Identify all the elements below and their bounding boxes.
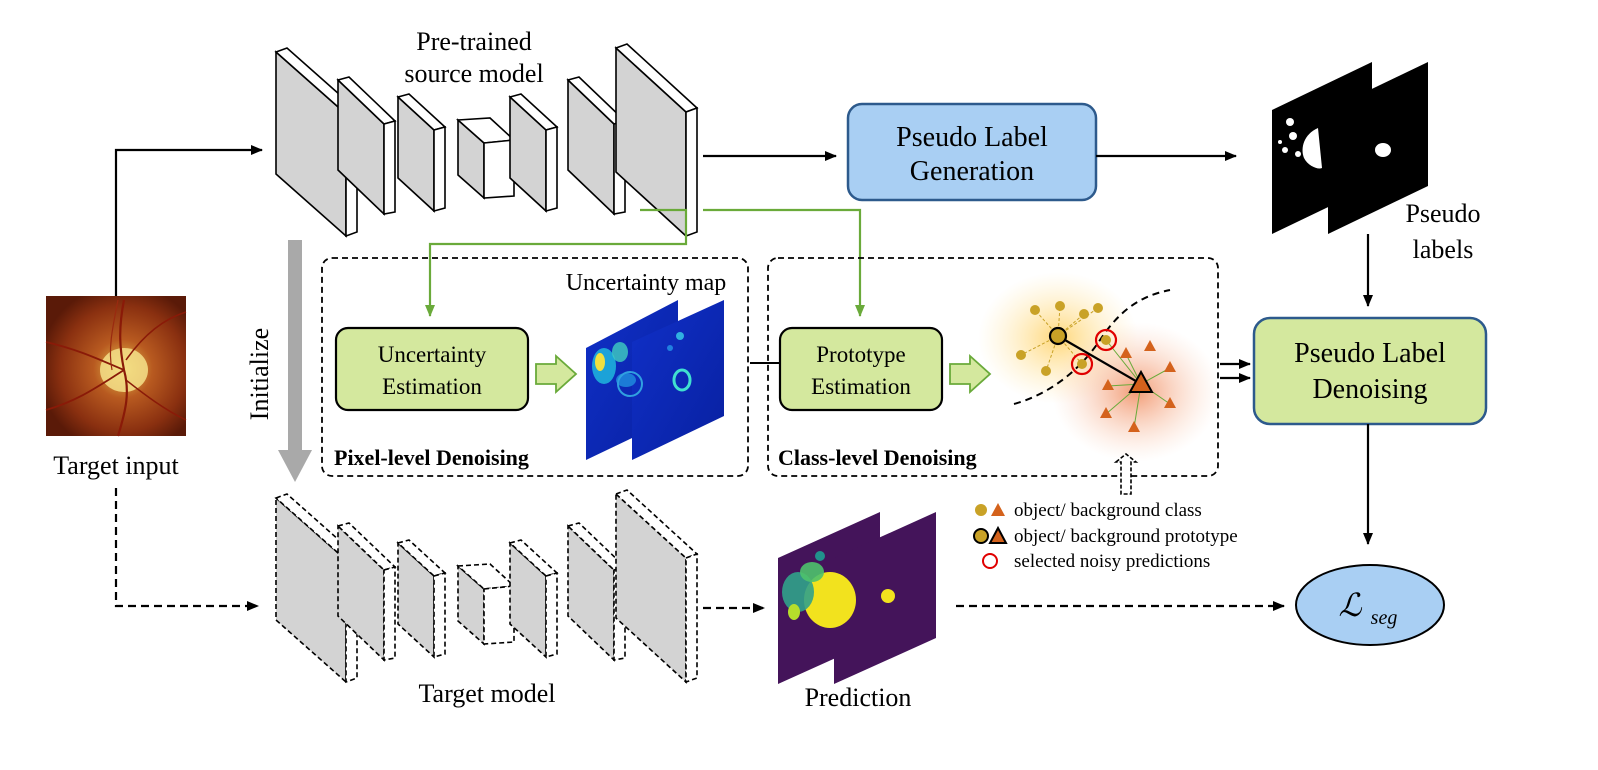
legend: object/ background class object/ backgro… — [973, 500, 1238, 572]
uncertainty-estimation-box: Uncertainty Estimation — [334, 326, 530, 412]
generation-line2: Generation — [910, 156, 1034, 187]
uncertainty-box-line2: Estimation — [382, 374, 482, 399]
input-to-target-arrow — [114, 488, 259, 611]
prediction-image — [778, 512, 936, 684]
pixel-level-panel — [321, 257, 749, 477]
uncertainty-box-line1: Uncertainty — [378, 342, 487, 367]
target-layer-4 — [456, 563, 516, 646]
legend-up-arrow — [1113, 452, 1139, 495]
legend-class-row: object/ background class — [975, 500, 1202, 521]
denoising-line2: Denoising — [1312, 374, 1427, 405]
target-layer-5 — [508, 539, 559, 659]
pseudo-labels-image — [1272, 62, 1428, 234]
target-layer-2 — [336, 522, 397, 662]
pseudo-labels-line2: labels — [1413, 235, 1474, 264]
pseudo-label-generation-box: Pseudo Label Generation — [846, 102, 1098, 202]
class-level-title: Class-level Denoising — [778, 445, 977, 470]
source-layer-3 — [396, 93, 447, 213]
input-to-source-arrow — [114, 145, 263, 296]
target-input-image — [45, 296, 187, 437]
source-to-uncertainty-arrow — [425, 208, 688, 317]
legend-prototype-text: object/ background prototype — [1014, 526, 1238, 547]
source-layer-7 — [614, 43, 699, 238]
target-model-label: Target model — [418, 679, 555, 708]
denoising-line1: Pseudo Label — [1294, 338, 1446, 369]
loss-subscript: seg — [1371, 607, 1398, 629]
pseudo-labels-line1: Pseudo — [1405, 199, 1480, 228]
source-model-label-line1: Pre-trained — [416, 27, 532, 56]
source-model-label-line2: source model — [404, 59, 543, 88]
prototype-box-line2: Estimation — [811, 374, 911, 399]
target-layer-3 — [396, 539, 447, 659]
uncertainty-block-arrow — [535, 353, 578, 395]
source-layer-4 — [456, 117, 516, 200]
legend-noisy-text: selected noisy predictions — [1014, 551, 1210, 572]
pixel-level-title: Pixel-level Denoising — [334, 445, 529, 470]
target-model-network — [274, 489, 699, 684]
pseudo-label-denoising-box: Pseudo Label Denoising — [1252, 316, 1488, 426]
source-layer-5 — [508, 93, 559, 213]
target-layer-7 — [614, 489, 699, 684]
source-layer-2 — [336, 76, 397, 216]
prototype-block-arrow — [949, 353, 992, 395]
legend-class-text: object/ background class — [1014, 500, 1202, 521]
prediction-label: Prediction — [805, 683, 912, 712]
loss-ellipse: ℒ seg — [1295, 564, 1445, 646]
legend-prototype-row: object/ background prototype — [973, 525, 1238, 547]
prototype-estimation-box: Prototype Estimation — [778, 326, 944, 412]
prototype-scatter — [978, 272, 1220, 462]
uncertainty-map-image — [586, 300, 724, 460]
class-level-panel — [767, 257, 1219, 477]
prototype-box-line1: Prototype — [816, 342, 905, 367]
legend-noisy-row: selected noisy predictions — [982, 551, 1210, 572]
generation-line1: Pseudo Label — [896, 122, 1048, 153]
source-model-network — [274, 43, 699, 238]
loss-symbol: ℒ — [1338, 586, 1362, 624]
source-to-prototype-arrow — [703, 208, 865, 317]
uncertainty-map-label: Uncertainty map — [566, 270, 727, 296]
target-input-label: Target input — [53, 451, 179, 480]
initialize-label: Initialize — [245, 328, 274, 420]
initialize-arrow — [278, 240, 312, 482]
